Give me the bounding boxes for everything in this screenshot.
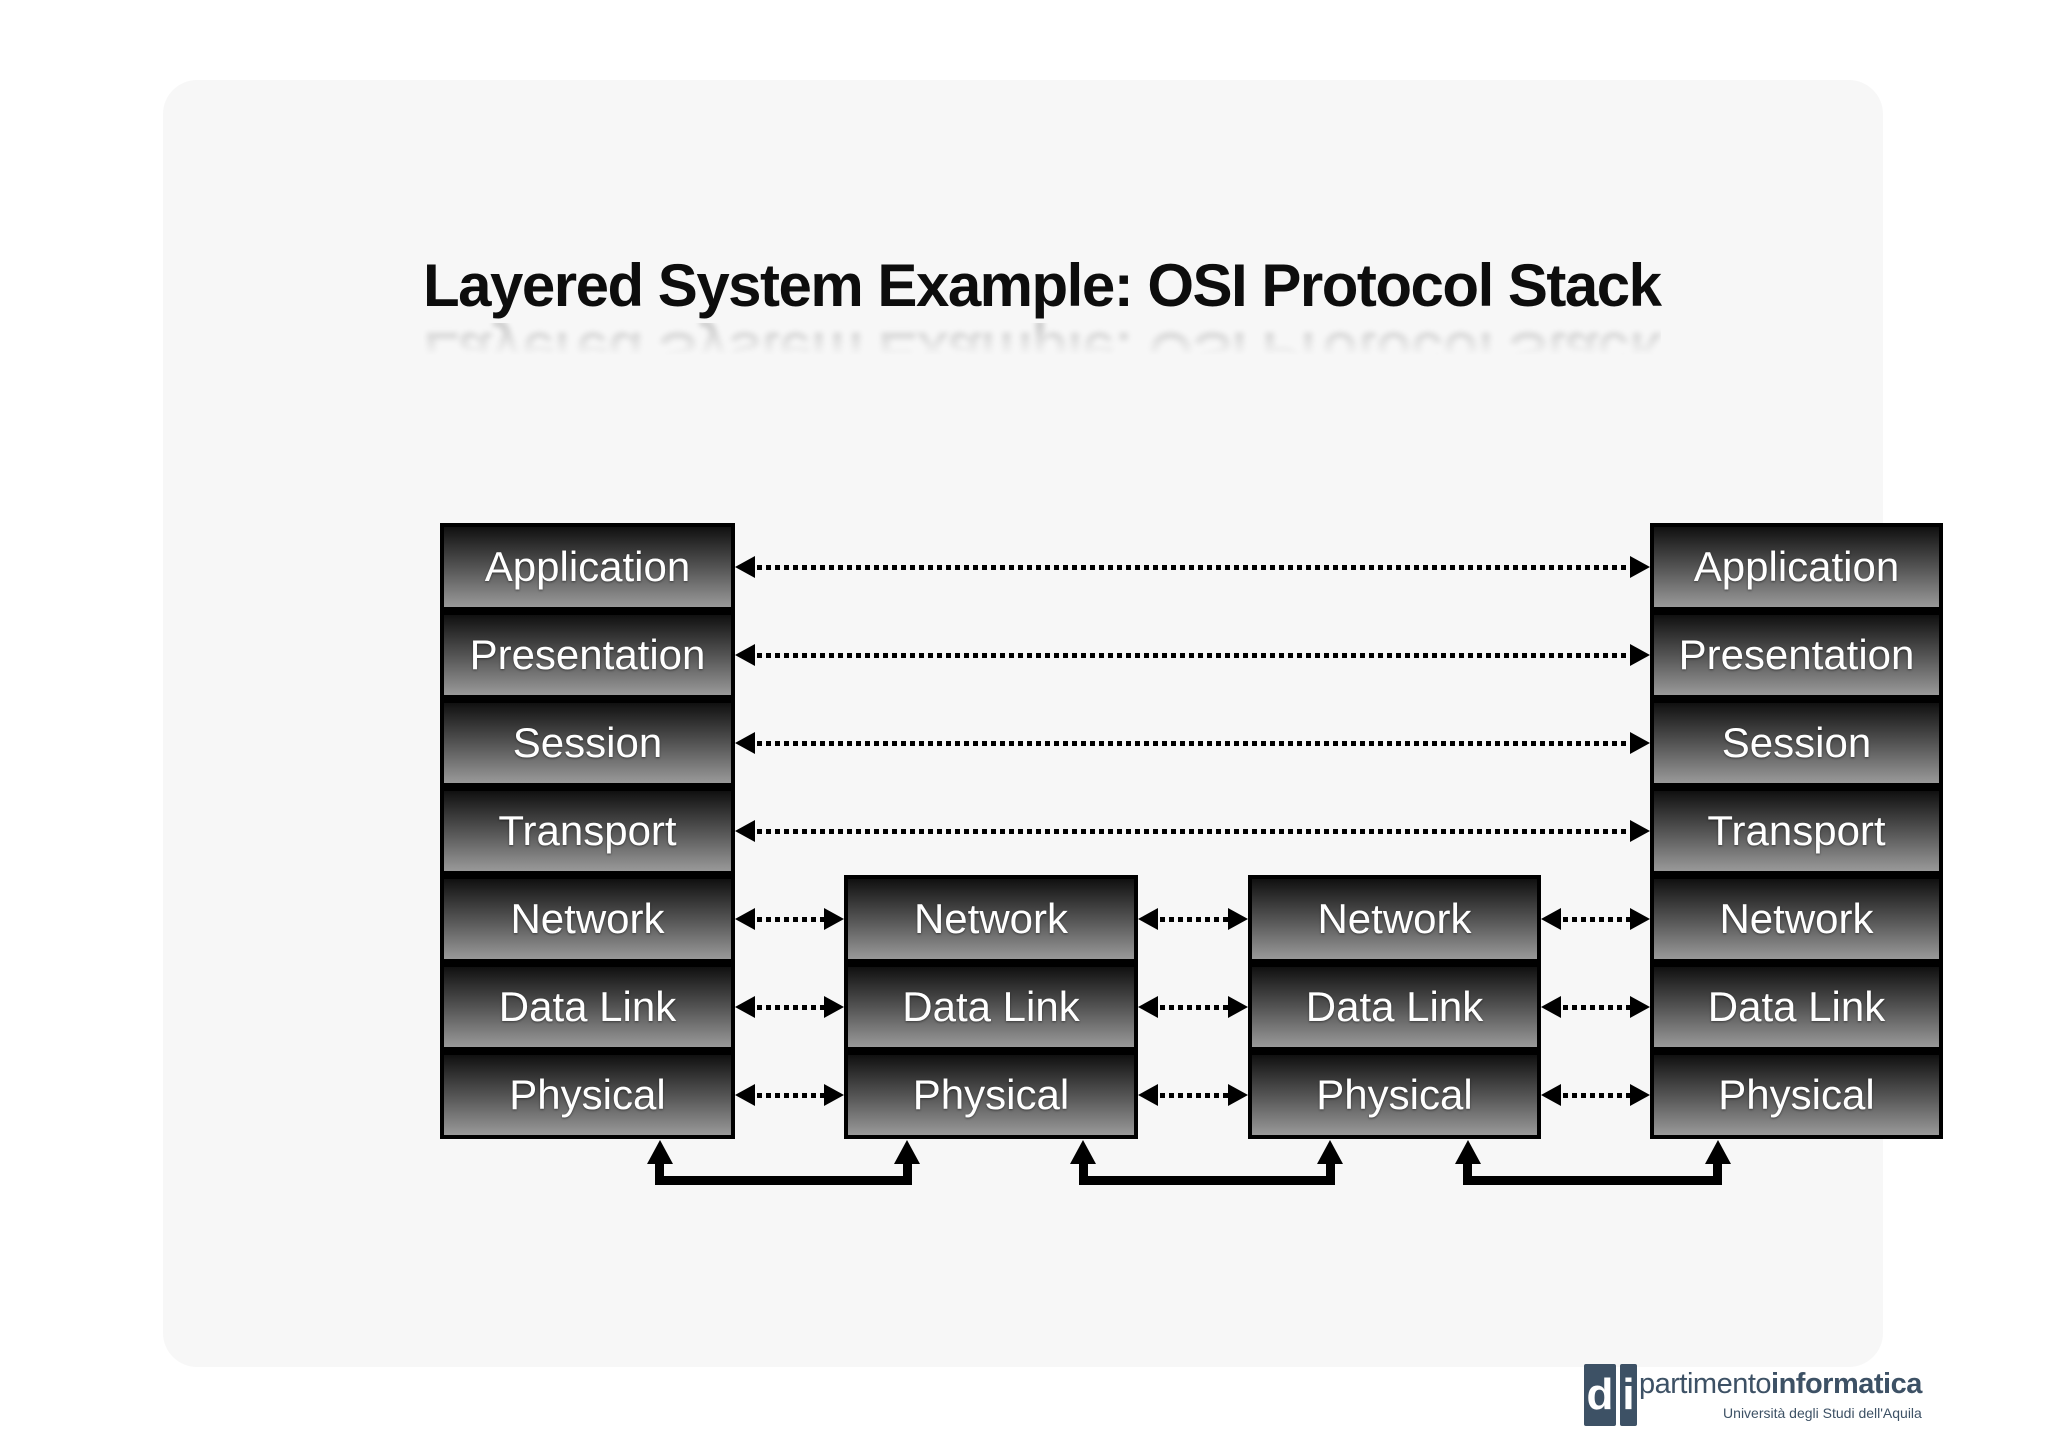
peer-arrow-physical-1 [735, 1084, 844, 1106]
logo-name-regular: partimento [1639, 1368, 1772, 1400]
layer-box: Network [1248, 875, 1541, 963]
layer-box: Network [844, 875, 1138, 963]
peer-arrow-network-3 [1541, 908, 1650, 930]
layer-box: Physical [1248, 1051, 1541, 1139]
layer-box: Application [1650, 523, 1943, 611]
arrowhead-right-icon [1228, 1084, 1248, 1106]
layer-box: Physical [1650, 1051, 1943, 1139]
layer-box: Transport [440, 787, 735, 875]
peer-arrow-session [735, 732, 1650, 754]
layer-box: Network [1650, 875, 1943, 963]
layer-box: Data Link [1650, 963, 1943, 1051]
stack-host-right: Application Presentation Session Transpo… [1650, 523, 1943, 1139]
logo-mark-letter-d: d [1584, 1364, 1616, 1426]
layer-box: Physical [440, 1051, 735, 1139]
dotted-line [748, 741, 1637, 746]
logo-mark-icon: d i [1584, 1364, 1637, 1426]
dotted-line [1554, 1093, 1637, 1098]
arrowhead-left-icon [1541, 1084, 1561, 1106]
physical-medium-connector-3 [1463, 1163, 1722, 1185]
dotted-line [748, 917, 831, 922]
arrowhead-left-icon [735, 644, 755, 666]
dotted-line [748, 1005, 831, 1010]
arrowhead-right-icon [1228, 908, 1248, 930]
peer-arrow-datalink-2 [1138, 996, 1248, 1018]
stack-intermediate-2: Network Data Link Physical [1248, 875, 1541, 1139]
slide-title: Layered System Example: OSI Protocol Sta… [423, 252, 1662, 319]
layer-box: Data Link [844, 963, 1138, 1051]
logo-mark-letter-i: i [1620, 1364, 1637, 1426]
arrowhead-right-icon [824, 996, 844, 1018]
up-arrowhead-icon [647, 1140, 673, 1164]
up-arrowhead-icon [1705, 1140, 1731, 1164]
peer-arrow-transport [735, 820, 1650, 842]
physical-medium-connector-1 [655, 1163, 912, 1185]
arrowhead-left-icon [1541, 908, 1561, 930]
arrowhead-left-icon [735, 732, 755, 754]
dotted-line [748, 565, 1637, 570]
peer-arrow-network-2 [1138, 908, 1248, 930]
dotted-line [1151, 1005, 1235, 1010]
arrowhead-right-icon [1630, 1084, 1650, 1106]
layer-box: Session [440, 699, 735, 787]
arrowhead-right-icon [1630, 732, 1650, 754]
layer-box: Session [1650, 699, 1943, 787]
up-arrowhead-icon [1455, 1140, 1481, 1164]
physical-medium-connector-2 [1079, 1163, 1335, 1185]
dotted-line [1151, 1093, 1235, 1098]
arrowhead-left-icon [735, 908, 755, 930]
arrowhead-right-icon [1630, 644, 1650, 666]
stack-intermediate-1: Network Data Link Physical [844, 875, 1138, 1139]
layer-box: Network [440, 875, 735, 963]
layer-box: Transport [1650, 787, 1943, 875]
arrowhead-right-icon [1630, 820, 1650, 842]
peer-arrow-datalink-1 [735, 996, 844, 1018]
layer-box: Data Link [440, 963, 735, 1051]
dotted-line [1151, 917, 1235, 922]
peer-arrow-datalink-3 [1541, 996, 1650, 1018]
up-arrowhead-icon [894, 1140, 920, 1164]
arrowhead-left-icon [735, 820, 755, 842]
arrowhead-left-icon [1138, 1084, 1158, 1106]
arrowhead-right-icon [1630, 996, 1650, 1018]
logo-name: partimentoinformatica [1639, 1370, 1922, 1399]
peer-arrow-presentation [735, 644, 1650, 666]
peer-arrow-physical-2 [1138, 1084, 1248, 1106]
dotted-line [1554, 917, 1637, 922]
stack-host-left: Application Presentation Session Transpo… [440, 523, 735, 1139]
up-arrowhead-icon [1070, 1140, 1096, 1164]
layer-box: Data Link [1248, 963, 1541, 1051]
slide-panel: Layered System Example: OSI Protocol Sta… [163, 80, 1943, 1426]
arrowhead-right-icon [1630, 556, 1650, 578]
slide-title-reflection: Layered System Example: OSI Protocol Sta… [423, 320, 1661, 387]
arrowhead-left-icon [1138, 996, 1158, 1018]
dotted-line [1554, 1005, 1637, 1010]
arrowhead-left-icon [735, 996, 755, 1018]
peer-arrow-network-1 [735, 908, 844, 930]
layer-box: Application [440, 523, 735, 611]
arrowhead-left-icon [735, 556, 755, 578]
up-arrowhead-icon [1317, 1140, 1343, 1164]
dotted-line [748, 1093, 831, 1098]
arrowhead-right-icon [824, 908, 844, 930]
arrowhead-left-icon [735, 1084, 755, 1106]
dotted-line [748, 829, 1637, 834]
arrowhead-right-icon [1630, 908, 1650, 930]
peer-arrow-physical-3 [1541, 1084, 1650, 1106]
layer-box: Physical [844, 1051, 1138, 1139]
arrowhead-left-icon [1138, 908, 1158, 930]
dotted-line [748, 653, 1637, 658]
arrowhead-right-icon [1228, 996, 1248, 1018]
arrowhead-left-icon [1541, 996, 1561, 1018]
logo-name-bold: informatica [1771, 1368, 1922, 1400]
layer-box: Presentation [1650, 611, 1943, 699]
department-logo: d i partimentoinformatica Università deg… [1584, 1364, 1922, 1426]
layer-box: Presentation [440, 611, 735, 699]
peer-arrow-application [735, 556, 1650, 578]
arrowhead-right-icon [824, 1084, 844, 1106]
logo-subtitle: Università degli Studi dell'Aquila [1723, 1405, 1922, 1421]
